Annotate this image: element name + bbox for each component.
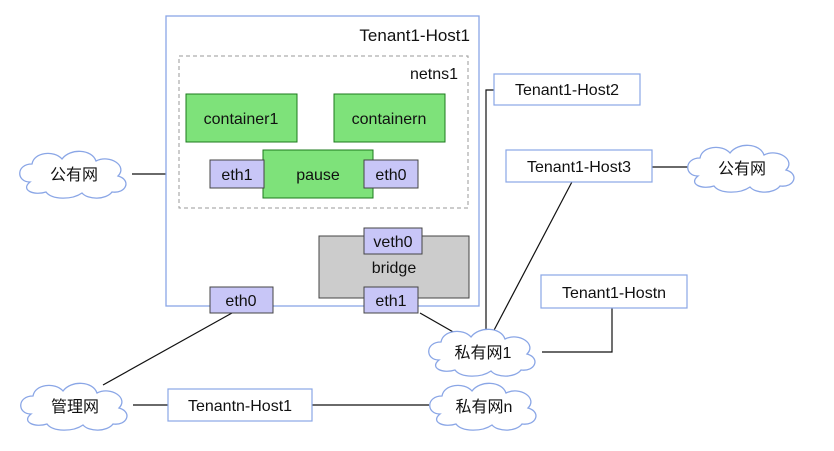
netns1-label: netns1 — [410, 66, 458, 83]
cloud-public-right-label: 公有网 — [718, 160, 766, 178]
hostn-frame — [540, 274, 688, 309]
bridge-label: bridge — [372, 260, 417, 277]
cloud-public-left: 公有网 — [19, 150, 127, 199]
connection-lines — [102, 89, 690, 406]
netns1-frame — [178, 55, 469, 209]
link-mgmt-to-host-eth0 — [102, 312, 233, 386]
cloud-management-label: 管理网 — [51, 398, 99, 416]
tenantn-host1-box: Tenantn-Host1 — [167, 388, 313, 422]
bridge-veth0-label: veth0 — [373, 234, 412, 251]
bridge-veth0-box — [363, 227, 423, 255]
cloud-private1: 私有网1 — [428, 328, 536, 377]
container1-label: container1 — [204, 111, 279, 128]
pause-eth0-label: eth0 — [375, 167, 406, 184]
containern-label: containern — [352, 111, 427, 128]
pause-eth1-box — [209, 159, 265, 189]
host3-frame — [505, 149, 653, 183]
cloud-private1-label: 私有网1 — [455, 344, 512, 362]
bridge-eth1-label: eth1 — [375, 293, 406, 310]
pause-box — [262, 149, 374, 199]
cloud-privaten-label: 私有网n — [456, 398, 513, 416]
cloud-public-left-label: 公有网 — [50, 166, 98, 184]
cloud-public-right: 公有网 — [687, 144, 795, 193]
host3-label: Tenant1-Host3 — [527, 159, 631, 176]
cloud-privaten: 私有网n — [429, 382, 537, 431]
host2-frame — [493, 73, 641, 106]
tenantn-host1-frame — [167, 388, 313, 422]
link-private1-to-host3 — [491, 177, 575, 335]
hostn-label: Tenant1-Hostn — [562, 285, 666, 302]
containern-box — [333, 93, 446, 143]
pause-eth0-box — [363, 159, 419, 189]
pause-label: pause — [296, 167, 340, 184]
host1-box: Tenant1-Host1 netns1 container1 containe… — [165, 15, 480, 314]
link-private1-to-host2 — [485, 89, 494, 333]
link-private1-to-hostn — [542, 308, 613, 353]
hostn-box: Tenant1-Hostn — [540, 274, 688, 309]
host3-box: Tenant1-Host3 — [505, 149, 653, 183]
container1-box — [185, 93, 298, 143]
host1-eth0-box — [209, 286, 274, 314]
bridge-eth1-box — [363, 286, 419, 314]
host2-label: Tenant1-Host2 — [515, 82, 619, 99]
host1-eth0-label: eth0 — [225, 293, 256, 310]
cloud-management: 管理网 — [20, 382, 128, 431]
host2-box: Tenant1-Host2 — [493, 73, 641, 106]
pause-eth1-label: eth1 — [221, 167, 252, 184]
tenantn-host1-label: Tenantn-Host1 — [188, 398, 292, 415]
host1-label: Tenant1-Host1 — [359, 26, 470, 45]
